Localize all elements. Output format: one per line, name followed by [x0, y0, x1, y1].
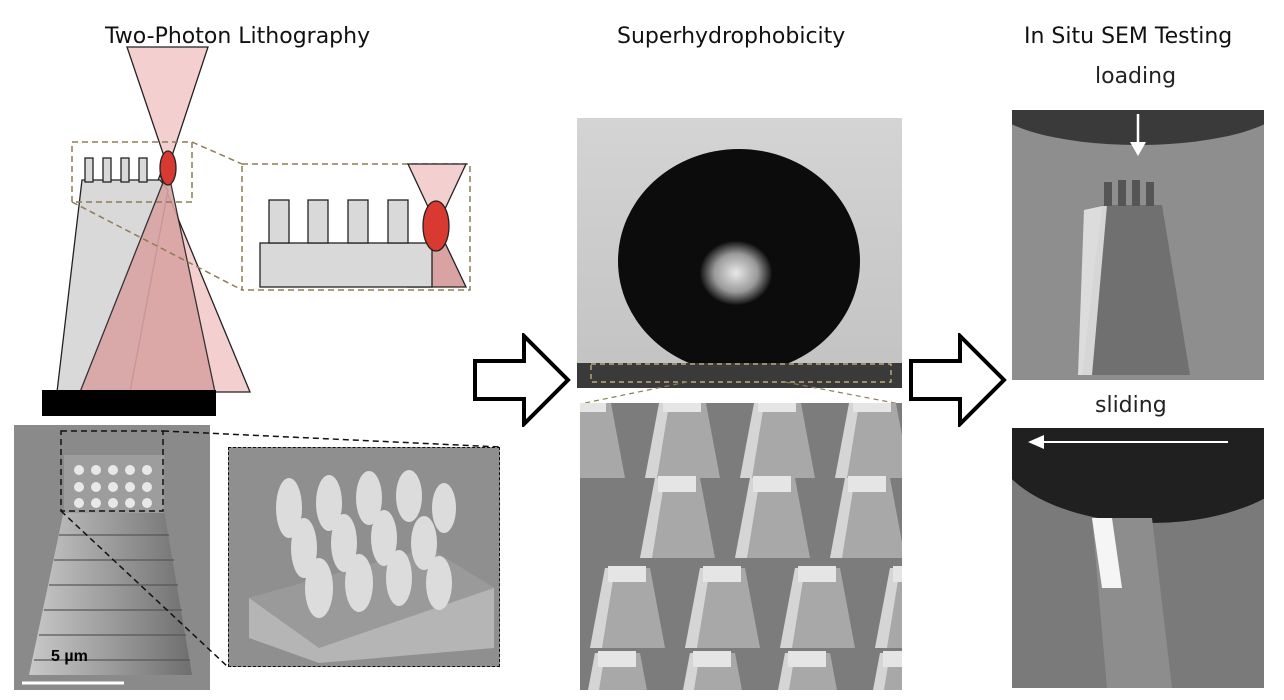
- pillar: [683, 651, 742, 690]
- sem-image-sliding: [1012, 428, 1264, 688]
- label-sliding: sliding: [1095, 393, 1167, 418]
- pillar: [580, 403, 625, 478]
- down-arrow-icon: [1130, 142, 1146, 156]
- pillar: [778, 651, 837, 690]
- pillar: [875, 566, 902, 648]
- pillar: [590, 566, 665, 648]
- label-loading: loading: [1095, 64, 1177, 89]
- focus-spot-icon: [159, 150, 177, 186]
- left-arrow-icon: [1028, 435, 1044, 449]
- water-droplet-image: [577, 118, 902, 388]
- title-in-situ-sem-testing: In Situ SEM Testing: [1024, 24, 1233, 49]
- process-arrow-icon: [473, 333, 571, 427]
- sem-image-pillar: 5 µm: [14, 425, 210, 690]
- pillar: [685, 566, 760, 648]
- pillar: [588, 651, 647, 690]
- pillar: [873, 651, 902, 690]
- zoom-lines-droplet: [579, 381, 901, 405]
- scale-bar-label: 5 µm: [51, 648, 88, 665]
- sem-image-pillar-array: [580, 403, 902, 690]
- lithography-schematic: [42, 46, 471, 416]
- title-superhydrophobicity: Superhydrophobicity: [617, 24, 846, 49]
- sem-image-pillar-top-zoom: [228, 447, 500, 667]
- sem-image-loading: [1012, 110, 1264, 380]
- pillar: [835, 403, 902, 478]
- pillar: [740, 403, 815, 478]
- zoom-lines: [60, 430, 501, 668]
- pillar: [735, 476, 810, 558]
- pillar: [830, 476, 902, 558]
- title-two-photon-lithography: Two-Photon Lithography: [105, 24, 371, 49]
- process-arrow-icon: [909, 333, 1007, 427]
- pillar: [645, 403, 720, 478]
- pillar: [780, 566, 855, 648]
- pillar: [640, 476, 715, 558]
